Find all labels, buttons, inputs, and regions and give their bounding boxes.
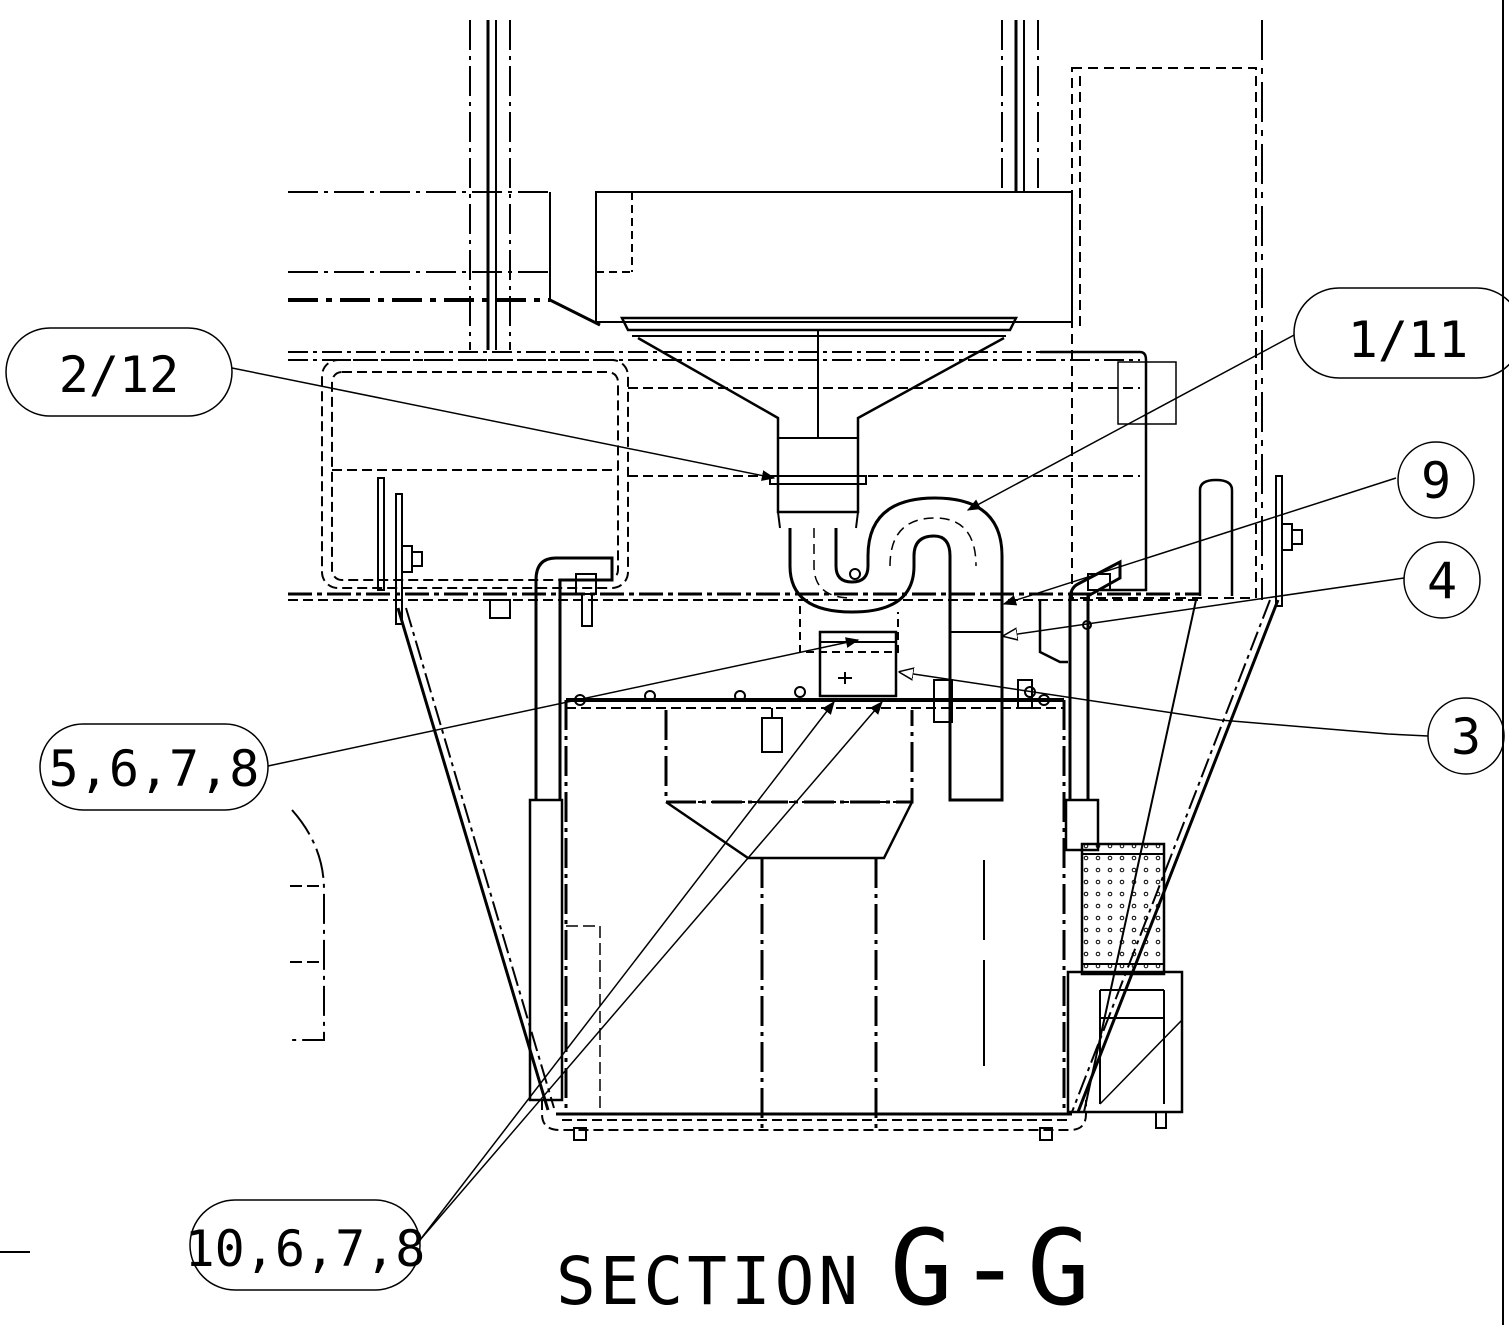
callout-3-label: 3 bbox=[1451, 708, 1481, 766]
callout-1-11: 1/11 bbox=[1293, 287, 1509, 379]
callout-9-label: 9 bbox=[1421, 452, 1451, 510]
hopper bbox=[288, 191, 1073, 529]
leader-10678-b bbox=[419, 700, 883, 1241]
frame bbox=[288, 350, 1200, 619]
leader-5678 bbox=[267, 637, 860, 767]
callout-4-label: 4 bbox=[1427, 552, 1457, 610]
callout-9: 9 bbox=[1397, 441, 1475, 519]
leader-2-12 bbox=[231, 367, 776, 481]
leader-4 bbox=[1004, 577, 1405, 636]
section-title-id: G-G bbox=[890, 1207, 1096, 1325]
leader-9 bbox=[1002, 477, 1397, 606]
upper-structure bbox=[469, 20, 1263, 600]
leader-1-11 bbox=[966, 333, 1297, 511]
callout-10-6-7-8: 10,6,7,8 bbox=[185, 1199, 426, 1291]
s-trap-pipe bbox=[788, 496, 1004, 802]
callout-5-6-7-8-label: 5,6,7,8 bbox=[49, 740, 260, 798]
filter-basket bbox=[1066, 842, 1184, 1129]
leader-10678-a bbox=[419, 700, 835, 1241]
section-title-prefix: SECTION bbox=[556, 1243, 862, 1320]
callout-5-6-7-8: 5,6,7,8 bbox=[39, 723, 269, 811]
callout-2-12: 2/12 bbox=[5, 327, 233, 417]
callout-3: 3 bbox=[1427, 697, 1505, 775]
tank bbox=[541, 686, 1087, 1141]
mounting-brackets bbox=[377, 475, 1303, 625]
side-tubes bbox=[528, 478, 1234, 1102]
callout-10-6-7-8-label: 10,6,7,8 bbox=[185, 1220, 426, 1278]
callout-2-12-label: 2/12 bbox=[59, 346, 179, 404]
support-struts bbox=[396, 599, 1280, 1113]
leader-3 bbox=[900, 672, 1429, 737]
leader-lines bbox=[231, 333, 1429, 1241]
callout-1-11-label: 1/11 bbox=[1348, 311, 1468, 369]
left-partial-view bbox=[0, 809, 325, 1253]
callout-4: 4 bbox=[1403, 541, 1481, 619]
section-title: SECTION G-G bbox=[556, 1207, 1096, 1325]
